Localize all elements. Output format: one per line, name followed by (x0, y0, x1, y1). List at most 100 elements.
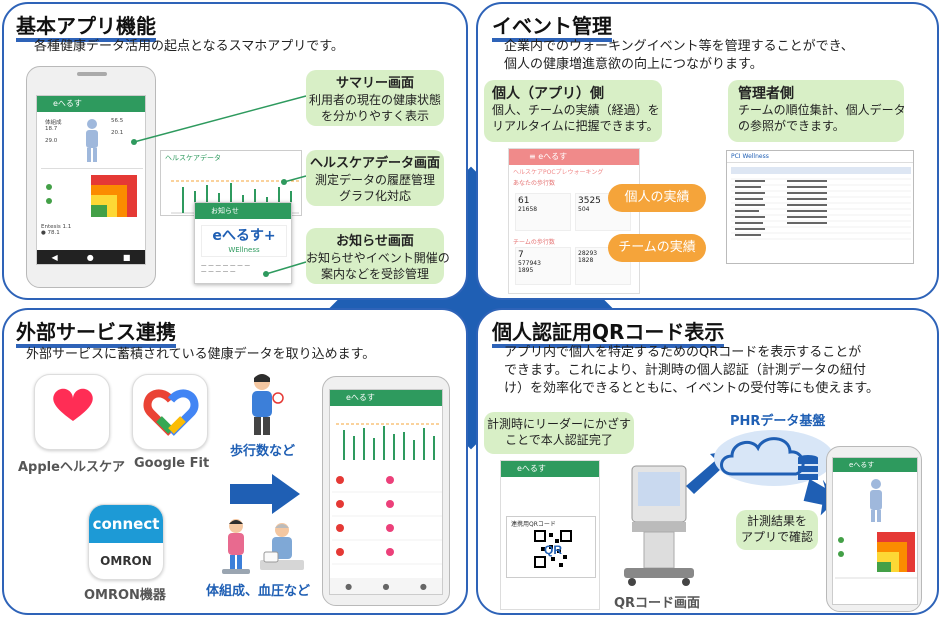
callout-line: 利用者の現在の健康状態 (308, 93, 441, 107)
admin-table (731, 167, 911, 240)
app-logo: eへるす+ WEllness (201, 225, 287, 257)
steps-label: 歩行数など (230, 444, 296, 459)
result-summary (835, 479, 917, 579)
phone-result: eへるす (826, 446, 922, 612)
app-bar-title: eへるす (53, 99, 82, 108)
panel-qr-code: 個人認証用QRコード表示 アプリ内で個人を特定するためのQRコードを表示すること… (476, 308, 939, 615)
callout-line: を分かりやすく表示 (320, 109, 429, 123)
panel-desc-2: できます。これにより、計測時の個人認証（計測データの紐付 (504, 363, 866, 378)
stat-value: 1828 (578, 257, 594, 264)
external-app-screen: eへるす (329, 389, 443, 595)
body-figure-icon (86, 119, 98, 162)
callout-line: の参照ができます。 (738, 119, 845, 133)
callout-line: アプリで確認 (740, 530, 813, 544)
panel-title-text: イベント管理 (492, 14, 612, 38)
healthcare-callout: ヘルスケアデータ画面 測定データの履歴管理 グラフ化対応 (306, 150, 444, 206)
google-label: Google Fit (134, 456, 210, 471)
result-screen: eへるす (832, 457, 918, 605)
panel-external-services: 外部サービス連携 外部サービスに蓄積されている健康データを取り込めます。 App… (2, 308, 468, 615)
stat-value: 21658 (518, 206, 538, 213)
callout-line: チームの順位集計、個人データ (738, 103, 906, 117)
stat-value: 3525 (578, 196, 601, 206)
callout-title: ヘルスケアデータ画面 (309, 156, 440, 171)
omron-brand-text: OMRON (100, 554, 152, 568)
event-appbar: ≡ eへるす (509, 149, 639, 165)
stat-value: 61 (518, 196, 530, 206)
event-app-screen: ≡ eへるす ヘルスケアPOCプレウォーキング あなたの歩行数 61 21658… (508, 148, 640, 294)
panel-title: イベント管理 (492, 10, 612, 42)
pill-individual: 個人の実績 (608, 184, 706, 212)
omron-label: OMRON機器 (84, 588, 166, 603)
callout-line: リアルタイムに把握できます。 (492, 119, 659, 133)
admin-callout: 管理者側 チームの順位集計、個人データ の参照ができます。 (728, 80, 906, 142)
panel-title: 基本アプリ機能 (16, 10, 156, 42)
app-logo-sub: WEllness (228, 246, 260, 254)
panel-desc-1: アプリ内で個人を特定するためのQRコードを表示することが (504, 345, 862, 360)
qr-card: 連携用QRコード QR (506, 516, 596, 578)
panel-desc: 各種健康データ活用の起点となるスマホアプリです。 (34, 39, 344, 54)
callout-title: サマリー画面 (335, 76, 414, 91)
phr-label: PHRデータ基盤 (730, 414, 826, 429)
google-fit-icon (132, 374, 208, 450)
panel-desc: 外部サービスに蓄積されている健康データを取り込めます。 (26, 347, 376, 362)
app-bar: eへるす (330, 390, 442, 406)
panel-event-management: イベント管理 企業内でのウォーキングイベント等を管理することができ、 個人の健康… (476, 2, 939, 300)
admin-logo: PCI Wellness (727, 151, 913, 163)
summary-callout: サマリー画面 利用者の現在の健康状態 を分かりやすく表示 (306, 70, 444, 126)
panel-desc-1: 企業内でのウォーキングイベント等を管理することができ、 (504, 39, 854, 54)
data-list (332, 476, 442, 565)
panel-desc-3: け）を効率化できるとともに、イベントの受付等にも使えます。 (504, 381, 880, 396)
admin-screen: PCI Wellness (726, 150, 914, 264)
callout-title: 管理者側 (738, 86, 794, 102)
reader-callout: 計測時にリーダーにかざす ことで本人認証完了 (484, 412, 634, 454)
notice-popup-title: お知らせ (211, 207, 239, 215)
connector-lines (131, 95, 307, 277)
stat-value: 504 (578, 206, 590, 213)
apple-health-icon (34, 374, 110, 450)
callout-line: グラフ化対応 (338, 189, 411, 203)
notice-appbar: お知らせ (195, 203, 291, 219)
cloud-database-icon (714, 430, 834, 486)
app-bar: eへるす (833, 458, 917, 472)
app-bar: eへるす (501, 461, 599, 477)
event-app-title: eへるす (538, 152, 568, 161)
panel-title-text: 個人認証用QRコード表示 (492, 320, 725, 344)
stat-card: 28293 1828 (575, 247, 631, 285)
omron-connect-text: connect (89, 505, 163, 543)
callout-title: 個人（アプリ）側 (492, 86, 604, 102)
apple-label: Appleヘルスケア (18, 460, 125, 475)
bottom-nav: ●●● (330, 578, 442, 594)
body-measure-icon (222, 519, 304, 574)
qr-screen-label: QRコード画面 (614, 596, 701, 611)
stat-value: 577943 (518, 260, 541, 267)
panel-title: 個人認証用QRコード表示 (492, 316, 725, 348)
phone-nav: ◀●■ (37, 250, 145, 264)
callout-line: ことで本人認証完了 (505, 433, 613, 447)
callout-line: 案内などを受診管理 (320, 267, 429, 281)
qr-card-title: 連携用QRコード (511, 521, 556, 528)
callout-line: 計測結果を (746, 514, 807, 528)
steps-chart (336, 423, 440, 460)
person-walking-icon (252, 374, 284, 435)
callout-line: お知らせやイベント開催の (306, 251, 450, 265)
phone-external: eへるす (322, 376, 450, 606)
result-callout: 計測結果を アプリで確認 (736, 510, 818, 550)
panel-title: 外部サービス連携 (16, 316, 176, 348)
chart-header: ヘルスケアデータ (165, 154, 221, 162)
svg-text:QR: QR (544, 543, 562, 557)
panel-title-text: 基本アプリ機能 (16, 14, 156, 38)
app-logo-text: eへるす+ (212, 228, 276, 244)
panel-desc-2: 個人の健康増進意欲の向上につながります。 (504, 57, 763, 72)
app-bar-title: eへるす (849, 461, 875, 469)
panel-title-text: 外部サービス連携 (16, 320, 176, 344)
callout-line: 計測時にリーダーにかざす (486, 417, 631, 431)
panel-basic-app: 基本アプリ機能 各種健康データ活用の起点となるスマホアプリです。 eへるす 体組… (2, 2, 468, 300)
individual-callout: 個人（アプリ）側 個人、チームの実績（経過）を リアルタイムに把握できます。 (484, 80, 662, 142)
callout-line: 測定データの履歴管理 (314, 173, 435, 187)
app-bar: eへるす (37, 96, 145, 112)
stat-value: 7 (518, 250, 524, 260)
body-label: 体組成、血圧など (206, 584, 311, 599)
